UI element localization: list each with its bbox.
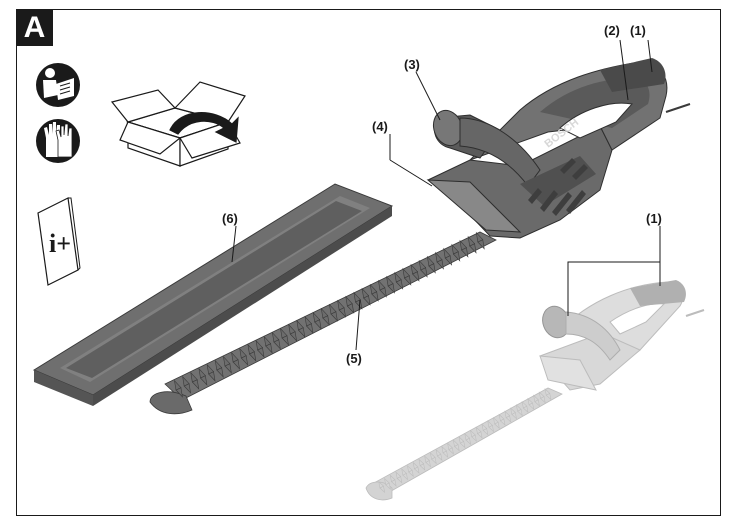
blade-tooth [296, 319, 304, 331]
blade-tooth [320, 307, 329, 319]
blade-tooth [288, 323, 296, 335]
blade-tooth [492, 416, 499, 425]
blade-tooth [329, 303, 337, 315]
blade-tooth [458, 436, 465, 444]
blade-guard [32, 183, 394, 406]
figure-badge: A [16, 9, 53, 46]
callout-label: (3) [404, 57, 420, 72]
callout-label: (1) [646, 211, 662, 226]
blade-tooth [527, 397, 534, 406]
blade-tooth [504, 410, 511, 419]
callout-label: (6) [222, 211, 238, 226]
blade-tooth [544, 388, 551, 396]
blade-tooth [429, 452, 436, 460]
blade-tooth [521, 400, 528, 409]
blade-tooth [401, 468, 407, 476]
blade-tooth [337, 299, 345, 311]
blade-tooth [206, 363, 215, 375]
hedge-trimmer-ghost [365, 280, 705, 501]
blade-tooth [418, 458, 425, 467]
callout-label: (1) [630, 23, 646, 38]
blade-tooth [263, 335, 272, 347]
blade-tooth [459, 239, 467, 251]
information-booklet-icon: i+ [37, 197, 81, 286]
blade-tooth [533, 394, 539, 403]
blade-tooth [467, 235, 476, 247]
blade-tooth [515, 404, 522, 412]
hedge-blade [149, 231, 497, 415]
blade-tooth [190, 371, 198, 383]
blade-tooth [435, 448, 442, 457]
blade-tooth [255, 339, 263, 351]
hedge-trimmer: BOSCH [426, 58, 691, 239]
blade-tooth [369, 283, 378, 295]
blade-tooth [239, 347, 247, 359]
blade-tooth [481, 423, 488, 431]
blade-tooth [402, 267, 410, 279]
open-box-icon [110, 81, 246, 167]
blade-tooth [470, 429, 476, 438]
figure-frame [16, 9, 721, 516]
blade-tooth [271, 331, 280, 343]
blade-tooth [384, 477, 390, 486]
blade-tooth [353, 291, 361, 303]
blade-tooth [435, 251, 443, 263]
blade-tooth [487, 420, 493, 428]
blade-tooth [452, 439, 459, 447]
blade-tooth [174, 379, 182, 391]
blade-tooth [447, 442, 453, 451]
callout-label: (2) [604, 23, 620, 38]
blade-tooth [418, 259, 427, 271]
blade-tooth [395, 471, 402, 479]
blade-tooth [426, 255, 435, 267]
blade-tooth [304, 315, 312, 327]
blade-tooth [424, 455, 430, 463]
blade-tooth [386, 275, 394, 287]
blade-tooth [443, 247, 451, 259]
read-manual-icon [36, 63, 80, 107]
blade-tooth [498, 413, 505, 422]
callout-label: (4) [372, 119, 388, 134]
blade-tooth [377, 279, 386, 291]
blade-tooth [182, 375, 190, 387]
blade-tooth [464, 432, 470, 441]
gloves-icon [36, 119, 80, 163]
blade-tooth [231, 351, 239, 363]
blade-tooth [451, 243, 459, 255]
blade-tooth [475, 231, 484, 243]
blade-tooth [510, 407, 516, 415]
blade-tooth [410, 263, 418, 275]
blade-tooth [389, 474, 396, 483]
blade-tooth [441, 445, 448, 454]
info-glyph: i+ [49, 229, 71, 258]
blade-tooth [394, 271, 402, 283]
blade-tooth [214, 359, 223, 371]
blade-tooth [222, 355, 231, 367]
blade-tooth [198, 367, 206, 379]
blade-tooth [412, 461, 419, 470]
blade-tooth [406, 464, 413, 473]
blade-tooth [475, 426, 482, 435]
blade-tooth [345, 295, 353, 307]
blade-tooth [312, 311, 321, 323]
leader-lines [231, 39, 661, 351]
blade-tooth [247, 343, 255, 355]
blade-tooth [361, 287, 370, 299]
callout-label: (5) [346, 351, 362, 366]
blade-tooth [378, 480, 384, 489]
blade-tooth [280, 327, 288, 339]
blade-tooth [538, 391, 545, 399]
